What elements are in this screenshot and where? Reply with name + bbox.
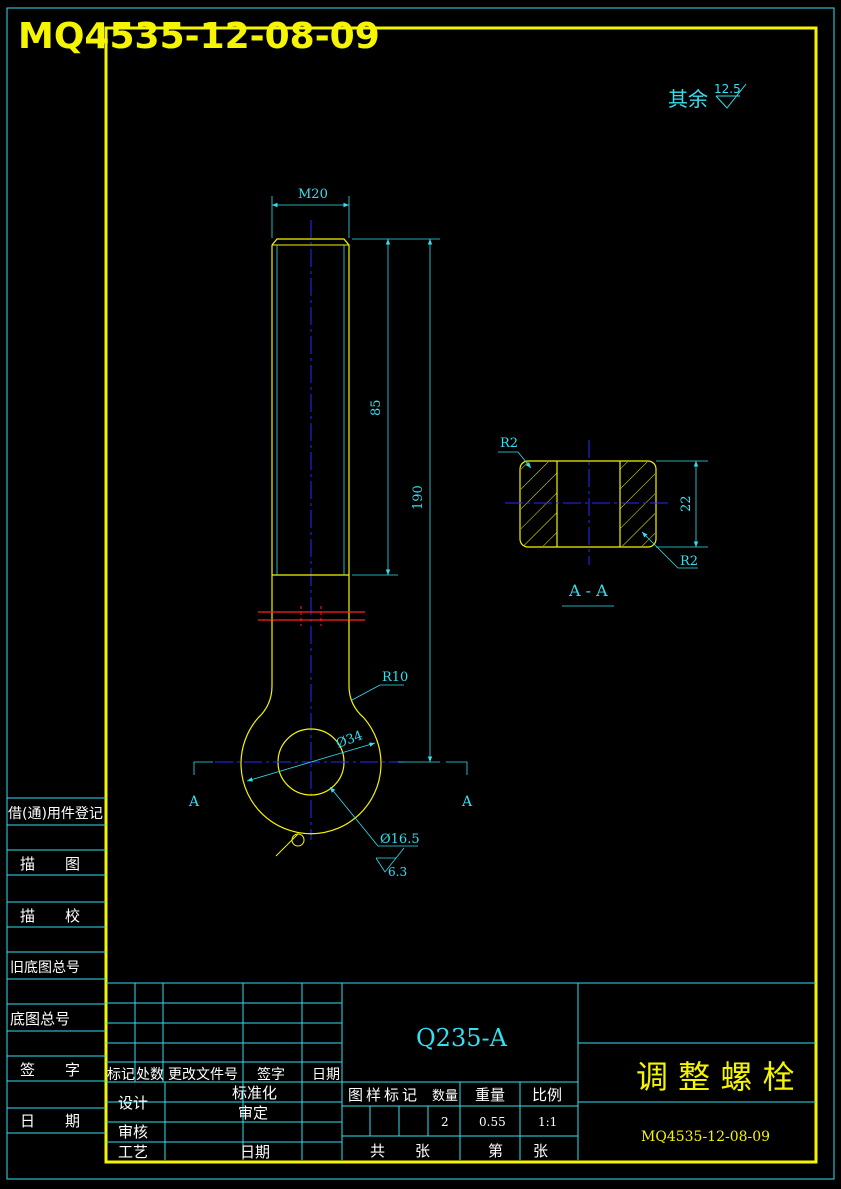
left-row-2: 旧底图总号 [10, 960, 80, 976]
section-view [505, 440, 672, 565]
dim-eye-radius: R10 [382, 670, 408, 685]
dim-thread: M20 [298, 187, 328, 202]
bolt-main-view [215, 220, 405, 857]
roughness-value: 12.5 [714, 82, 741, 96]
label-approve: 审定 [238, 1104, 268, 1122]
left-row-1: 描 校 [20, 907, 80, 925]
rev-header-docno: 更改文件号 [168, 1067, 238, 1083]
roughness-label: 其余 [668, 87, 708, 111]
title-drawing-number: MQ4535-12-08-09 [641, 1129, 770, 1145]
value-quantity: 2 [441, 1115, 449, 1129]
dim-hole-diameter: Ø16.5 [380, 832, 420, 847]
roughness-symbol [715, 83, 747, 109]
col-quantity: 数量 [432, 1089, 458, 1104]
material: Q235-A [416, 1024, 508, 1052]
col-drawing-mark: 图样标记 [348, 1086, 420, 1104]
value-weight: 0.55 [479, 1115, 506, 1129]
dimensions-section [498, 451, 708, 607]
title-block [106, 982, 816, 1160]
rev-header-date: 日期 [312, 1067, 340, 1083]
inner-frame [104, 26, 818, 1164]
outer-frame [6, 7, 835, 1180]
label-review: 审核 [118, 1123, 148, 1141]
dim-total-length: 190 [411, 485, 426, 510]
col-scale: 比例 [532, 1086, 562, 1104]
left-row-3: 底图总号 [10, 1010, 70, 1028]
dim-fillet-bottom: R2 [680, 554, 698, 569]
dim-eye-diameter: Ø34 [334, 728, 365, 751]
part-name: 调 整 螺 栓 [636, 1058, 795, 1096]
dimensions-main [193, 196, 468, 873]
left-register: 借(通)用件登记 [8, 806, 103, 822]
value-scale: 1:1 [538, 1115, 557, 1129]
section-marker-left: A [188, 794, 200, 810]
left-row-4: 签 字 [20, 1061, 80, 1079]
left-panel [7, 797, 106, 1134]
col-weight: 重量 [475, 1086, 505, 1104]
dim-hole-roughness: 6.3 [388, 865, 407, 879]
label-date: 日期 [240, 1143, 270, 1161]
rev-header-count: 处数 [136, 1067, 164, 1083]
sheet-number: 第 张 [488, 1142, 548, 1160]
label-design: 设计 [118, 1094, 148, 1112]
dim-fillet-top: R2 [500, 436, 518, 451]
section-label: A - A [568, 581, 608, 600]
label-process: 工艺 [118, 1143, 148, 1161]
label-standardize: 标准化 [232, 1084, 277, 1102]
dim-thread-length: 85 [369, 399, 384, 416]
dim-thickness: 22 [679, 495, 694, 512]
rev-header-mark: 标记 [107, 1067, 135, 1083]
rev-header-sign: 签字 [257, 1066, 285, 1083]
drawing-number-header: MQ4535-12-08-09 [18, 16, 380, 57]
left-row-5: 日 期 [20, 1112, 80, 1130]
section-marker-right: A [461, 794, 473, 810]
total-sheets: 共 张 [370, 1142, 430, 1160]
left-row-0: 描 图 [20, 855, 80, 873]
